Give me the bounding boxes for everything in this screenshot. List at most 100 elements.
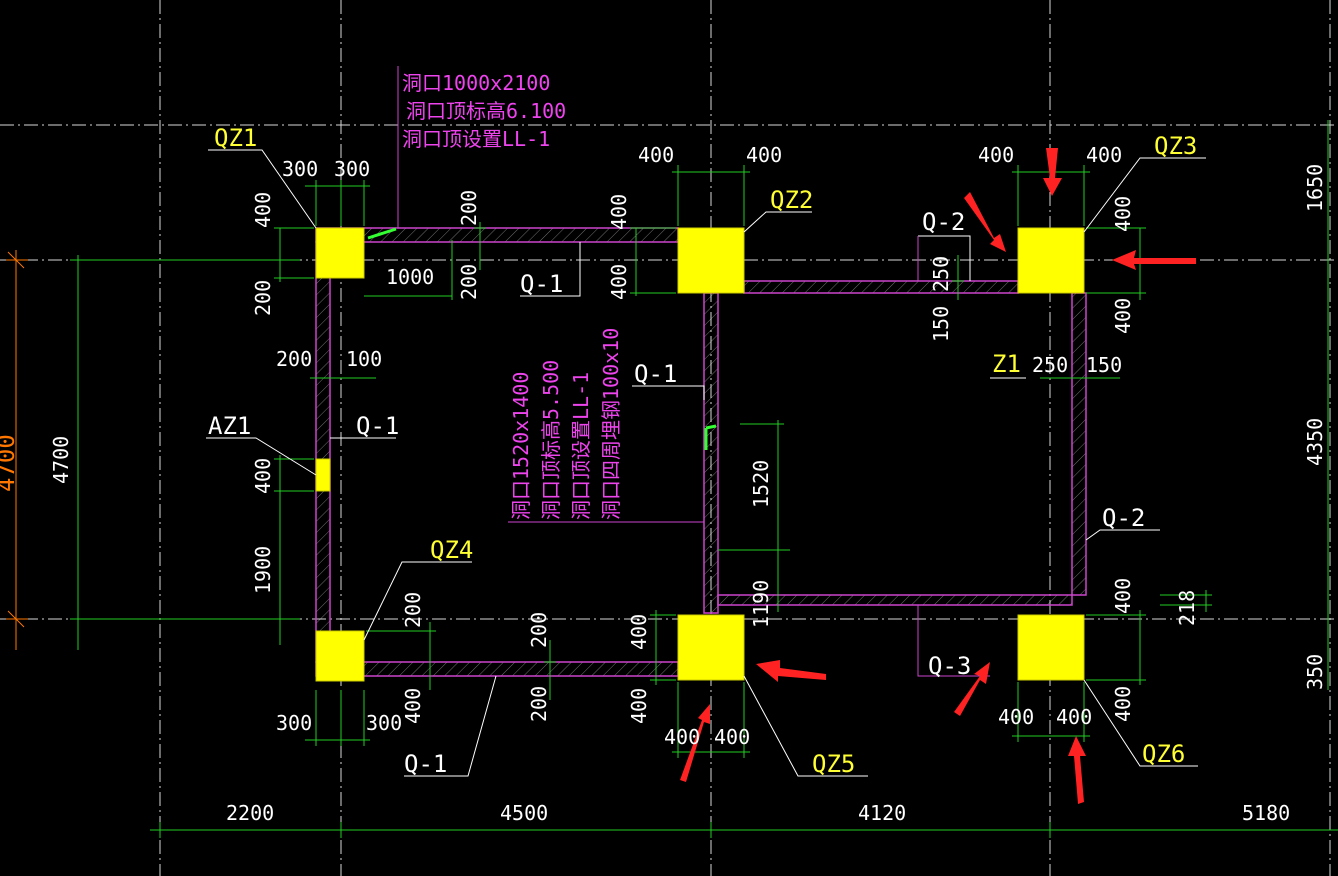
label-q2-a: Q-2 [922, 208, 965, 236]
arrow-qz3-diag[interactable] [964, 192, 1006, 252]
opening-outlines [397, 66, 990, 677]
dim-text: 400 [1086, 143, 1122, 167]
dim-text: 400 [978, 143, 1014, 167]
column-qz6 [1017, 614, 1085, 681]
arrow-qz3-top[interactable] [1043, 148, 1062, 196]
arrow-qz3-right[interactable] [1112, 250, 1196, 270]
label-qz3: QZ3 [1154, 132, 1197, 160]
opening-mid-line2: 洞口顶标高5.500 [539, 360, 563, 520]
dim-text: 400 [638, 143, 674, 167]
label-qz6: QZ6 [1142, 740, 1185, 768]
dim-text: 400 [1056, 705, 1092, 729]
label-qz2: QZ2 [770, 186, 813, 214]
leader-q2-a [918, 235, 971, 281]
dimension-lines [70, 120, 1338, 838]
leader-az1 [206, 437, 317, 476]
dim-text: 400 [998, 705, 1034, 729]
dim-text: 1520 [749, 460, 773, 508]
dim-text: 250 [1032, 353, 1068, 377]
dimension-texts: 300 300 400 200 1000 200 200 200 100 400… [49, 143, 1327, 825]
leader-qz1 [208, 149, 317, 229]
wall-bottom-left [315, 661, 679, 677]
dim-text: 400 [1111, 298, 1135, 334]
dim-text: 150 [1086, 353, 1122, 377]
dim-text-4700: 4700 [49, 436, 73, 484]
opening-notes-middle: 洞口1520x1400 洞口顶标高5.500 洞口顶设置LL-1 洞口四周埋钢1… [509, 328, 623, 520]
leader-qz3 [1083, 157, 1206, 233]
label-q1-c: Q-1 [356, 412, 399, 440]
leader-lines [206, 149, 1206, 777]
dim-text: 4350 [1303, 418, 1327, 466]
arrow-q3[interactable] [954, 662, 990, 716]
opening-mid-line3: 洞口顶设置LL-1 [569, 372, 593, 520]
dim-text: 400 [1111, 578, 1135, 614]
opening-top-line3: 洞口顶设置LL-1 [402, 127, 550, 151]
arrow-qz6-bottom[interactable] [1068, 736, 1086, 804]
label-q2-b: Q-2 [1102, 504, 1145, 532]
dim-text: 250 [929, 256, 953, 292]
leader-qz4 [363, 561, 472, 641]
dim-text: 400 [401, 688, 425, 724]
dim-text: 1190 [749, 580, 773, 628]
dim-text: 4500 [500, 801, 548, 825]
wall-right [1071, 292, 1087, 596]
dim-text: 400 [251, 458, 275, 494]
wall-top-right [743, 280, 1019, 294]
dim-text-orange-4700: 4700 [0, 434, 20, 492]
label-q1-d: Q-1 [404, 750, 447, 778]
dim-text: 200 [527, 612, 551, 648]
dim-text: 200 [457, 264, 481, 300]
leader-qz5 [743, 675, 868, 777]
dim-text: 300 [276, 711, 312, 735]
red-arrows [680, 148, 1196, 804]
leader-qz6 [1083, 679, 1198, 767]
dim-text: 400 [1111, 686, 1135, 722]
dim-text: 1900 [251, 546, 275, 594]
arrow-qz5-bottom[interactable] [680, 704, 710, 782]
dim-text: 400 [1111, 196, 1135, 232]
dim-text: 400 [607, 194, 631, 230]
label-qz5: QZ5 [812, 750, 855, 778]
arrow-qz5-right[interactable] [756, 660, 826, 682]
label-q1-a: Q-1 [520, 270, 563, 298]
columns [315, 227, 1085, 682]
dim-text: 4120 [858, 801, 906, 825]
leader-q1-a [520, 242, 581, 297]
dim-text: 400 [714, 725, 750, 749]
wall-labels: AZ1 Q-1 Q-1 Q-1 Q-1 Q-2 Q-2 Q-3 [208, 208, 1145, 778]
opening-mid-line1: 洞口1520x1400 [509, 372, 533, 520]
dim-text: 300 [334, 157, 370, 181]
column-qz5 [677, 614, 745, 681]
wall-middle-vertical [703, 292, 719, 614]
dim-text: 2200 [226, 801, 274, 825]
dim-text: 400 [627, 614, 651, 650]
opening-top-line1: 洞口1000x2100 [402, 71, 550, 95]
dim-text: 400 [627, 688, 651, 724]
dim-text: 1000 [386, 265, 434, 289]
dim-text: 200 [276, 347, 312, 371]
dim-text: 200 [457, 190, 481, 226]
dim-text: 400 [607, 264, 631, 300]
opening-marker-top [367, 227, 397, 240]
opening-notes-top: 洞口1000x2100 洞口顶标高6.100 洞口顶设置LL-1 [402, 71, 566, 151]
label-qz4: QZ4 [430, 536, 473, 564]
label-qz1: QZ1 [214, 124, 257, 152]
dim-text: 200 [527, 686, 551, 722]
label-z1: Z1 [992, 350, 1021, 378]
label-q3: Q-3 [928, 652, 971, 680]
opening-marker-mid [705, 424, 717, 430]
column-qz2 [677, 227, 745, 294]
opening-mid-line4: 洞口四周埋钢100x10 [599, 328, 623, 520]
walls [315, 227, 1087, 677]
opening-top-line2: 洞口顶标高6.100 [406, 99, 566, 123]
dim-text: 218 [1175, 590, 1199, 626]
leader-q1-b [632, 385, 705, 400]
dim-text: 200 [401, 592, 425, 628]
label-az1: AZ1 [208, 412, 251, 440]
q3-outline [917, 605, 990, 677]
column-labels: QZ1 QZ2 QZ3 QZ4 QZ5 QZ6 Z1 [214, 124, 1197, 778]
column-qz3 [1017, 227, 1085, 294]
leader-qz2 [743, 211, 812, 233]
dim-text: 5180 [1242, 801, 1290, 825]
